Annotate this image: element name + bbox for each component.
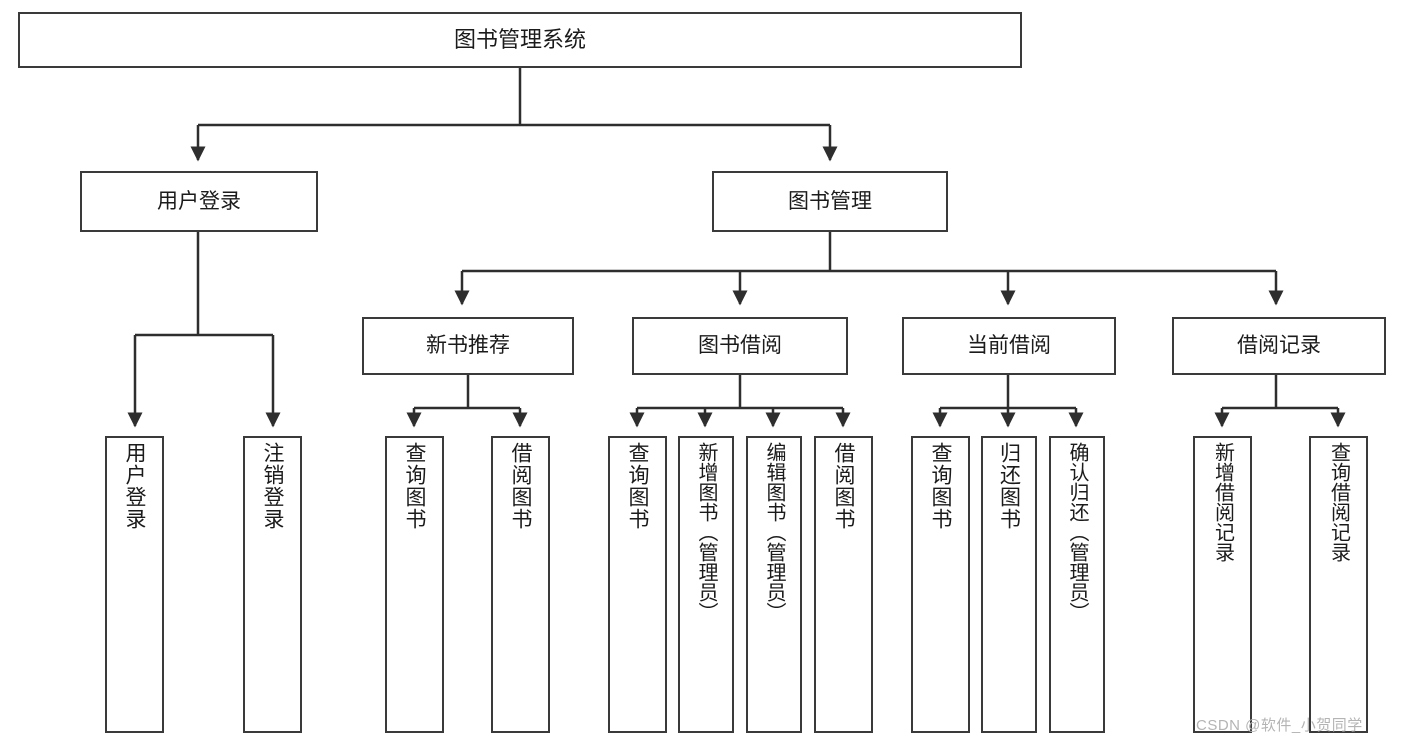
csdn-watermark: CSDN @软件_小贺同学 bbox=[1196, 717, 1363, 734]
node-leaf-add-record-label: 新增借阅记录 bbox=[1211, 442, 1234, 562]
node-book-management[interactable]: 图书管理 bbox=[712, 171, 948, 232]
node-leaf-borrow-book-1[interactable]: 借阅图书 bbox=[491, 436, 550, 733]
node-leaf-user-login[interactable]: 用户登录 bbox=[105, 436, 164, 733]
node-leaf-query-record[interactable]: 查询借阅记录 bbox=[1309, 436, 1368, 733]
node-leaf-edit-book-label: 编辑图书（管理员） bbox=[763, 442, 785, 622]
node-new-book-recommend-label: 新书推荐 bbox=[426, 334, 510, 358]
node-leaf-confirm-return[interactable]: 确认归还（管理员） bbox=[1049, 436, 1105, 733]
node-current-borrow-label: 当前借阅 bbox=[967, 334, 1051, 358]
node-borrow-record[interactable]: 借阅记录 bbox=[1172, 317, 1386, 375]
node-leaf-return-book-label: 归还图书 bbox=[997, 442, 1021, 530]
node-new-book-recommend[interactable]: 新书推荐 bbox=[362, 317, 574, 375]
node-leaf-query-book-3-label: 查询图书 bbox=[929, 442, 952, 530]
node-leaf-borrow-book-1-label: 借阅图书 bbox=[509, 442, 532, 530]
node-leaf-user-logout[interactable]: 注销登录 bbox=[243, 436, 302, 733]
node-borrow-record-label: 借阅记录 bbox=[1237, 334, 1321, 358]
node-leaf-query-book-1-label: 查询图书 bbox=[403, 442, 426, 530]
node-root-label: 图书管理系统 bbox=[453, 26, 586, 52]
node-book-borrow[interactable]: 图书借阅 bbox=[632, 317, 848, 375]
node-leaf-add-record[interactable]: 新增借阅记录 bbox=[1193, 436, 1252, 733]
node-leaf-query-book-2-label: 查询图书 bbox=[626, 442, 649, 530]
node-leaf-query-book-1[interactable]: 查询图书 bbox=[385, 436, 444, 733]
node-leaf-borrow-book-2[interactable]: 借阅图书 bbox=[814, 436, 873, 733]
node-leaf-query-book-2[interactable]: 查询图书 bbox=[608, 436, 667, 733]
node-leaf-user-login-label: 用户登录 bbox=[123, 442, 146, 530]
node-current-borrow[interactable]: 当前借阅 bbox=[902, 317, 1116, 375]
node-leaf-confirm-return-label: 确认归还（管理员） bbox=[1066, 442, 1088, 622]
node-user-login-label: 用户登录 bbox=[157, 189, 241, 213]
node-leaf-user-logout-label: 注销登录 bbox=[261, 442, 284, 530]
node-leaf-add-book-label: 新增图书（管理员） bbox=[695, 442, 717, 622]
node-leaf-return-book[interactable]: 归还图书 bbox=[981, 436, 1037, 733]
node-leaf-add-book[interactable]: 新增图书（管理员） bbox=[678, 436, 734, 733]
node-user-login[interactable]: 用户登录 bbox=[80, 171, 318, 232]
node-book-borrow-label: 图书借阅 bbox=[698, 334, 782, 358]
node-leaf-borrow-book-2-label: 借阅图书 bbox=[832, 442, 855, 530]
node-leaf-query-book-3[interactable]: 查询图书 bbox=[911, 436, 970, 733]
node-leaf-query-record-label: 查询借阅记录 bbox=[1327, 442, 1350, 562]
node-leaf-edit-book[interactable]: 编辑图书（管理员） bbox=[746, 436, 802, 733]
node-root[interactable]: 图书管理系统 bbox=[18, 12, 1022, 68]
node-book-management-label: 图书管理 bbox=[788, 189, 872, 213]
